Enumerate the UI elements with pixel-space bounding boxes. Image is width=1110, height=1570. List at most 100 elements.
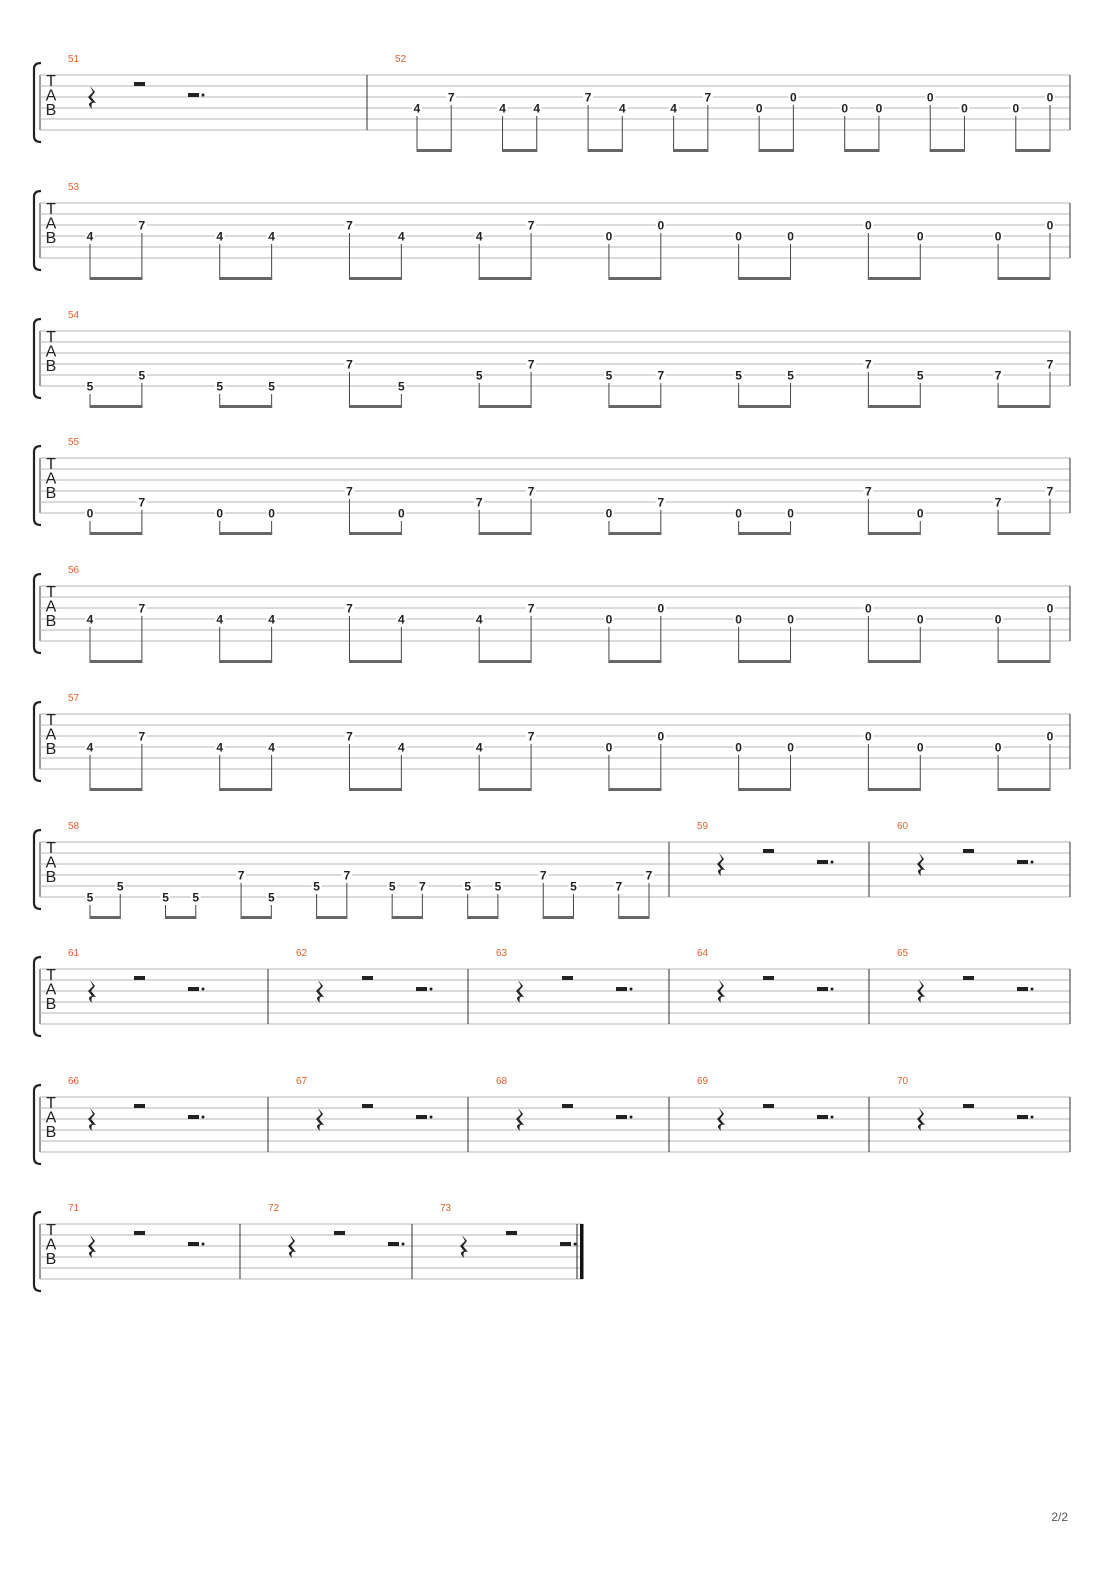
measure-number: 71 bbox=[68, 1203, 80, 1214]
fret-knockout bbox=[474, 613, 485, 625]
measure-number: 58 bbox=[68, 821, 80, 832]
note-beam bbox=[608, 532, 662, 535]
fret-knockout bbox=[266, 230, 277, 242]
tab-clef-letter: B bbox=[46, 1251, 57, 1268]
fret-number: 7 bbox=[528, 485, 535, 499]
fret-number: 4 bbox=[268, 230, 275, 244]
fret-knockout bbox=[446, 91, 457, 103]
fret-number: 0 bbox=[1012, 102, 1019, 116]
fret-knockout bbox=[311, 880, 322, 892]
fret-knockout bbox=[474, 369, 485, 381]
half-rest bbox=[362, 1104, 373, 1108]
tab-clef-letter: T bbox=[46, 1095, 56, 1112]
fret-knockout bbox=[526, 730, 537, 742]
fret-number: 5 bbox=[268, 380, 275, 394]
fret-number: 0 bbox=[216, 507, 223, 521]
fret-knockout bbox=[85, 507, 95, 519]
note-beam bbox=[348, 788, 402, 791]
fret-number: 4 bbox=[87, 230, 94, 244]
dotted-half-rest bbox=[188, 93, 199, 97]
fret-knockout bbox=[959, 102, 970, 114]
fret-knockout bbox=[603, 369, 614, 381]
tab-clef-letter: B bbox=[46, 996, 57, 1013]
note-beam bbox=[867, 660, 921, 663]
fret-knockout bbox=[754, 102, 765, 114]
measure-number: 64 bbox=[697, 948, 709, 959]
measure-number: 60 bbox=[897, 821, 909, 832]
fret-knockout bbox=[733, 613, 744, 625]
fret-knockout bbox=[344, 602, 355, 614]
page-number: 2/2 bbox=[1051, 1510, 1068, 1524]
measure-number: 57 bbox=[68, 693, 80, 704]
dotted-half-rest bbox=[388, 1242, 399, 1246]
quarter-rest bbox=[460, 1235, 468, 1258]
fret-number: 0 bbox=[787, 613, 794, 627]
fret-knockout bbox=[526, 358, 537, 370]
tab-clef-letter: B bbox=[46, 741, 57, 758]
fret-number: 0 bbox=[917, 613, 924, 627]
half-rest bbox=[506, 1231, 517, 1235]
fret-knockout bbox=[655, 369, 666, 381]
tab-clef-letter: A bbox=[46, 88, 57, 105]
fret-knockout bbox=[341, 869, 352, 881]
half-rest bbox=[362, 976, 373, 980]
fret-number: 7 bbox=[139, 602, 146, 616]
fret-knockout bbox=[214, 613, 225, 625]
fret-number: 0 bbox=[865, 219, 872, 233]
fret-number: 4 bbox=[87, 741, 94, 755]
fret-knockout bbox=[863, 602, 874, 614]
fret-number: 7 bbox=[646, 869, 653, 883]
measure-number: 51 bbox=[68, 54, 80, 65]
fret-knockout bbox=[266, 507, 277, 519]
note-beam bbox=[997, 405, 1051, 408]
fret-knockout bbox=[344, 358, 355, 370]
fret-number: 5 bbox=[139, 369, 146, 383]
fret-number: 0 bbox=[787, 230, 794, 244]
note-beam bbox=[348, 660, 402, 663]
half-rest bbox=[134, 1231, 145, 1235]
fret-number: 5 bbox=[476, 369, 483, 383]
note-beam bbox=[89, 788, 143, 791]
final-barline-thick bbox=[580, 1224, 584, 1279]
note-beam bbox=[608, 277, 662, 280]
fret-knockout bbox=[785, 369, 796, 381]
fret-knockout bbox=[655, 730, 666, 742]
fret-knockout bbox=[344, 730, 355, 742]
dotted-half-rest bbox=[416, 987, 427, 991]
fret-knockout bbox=[214, 230, 225, 242]
fret-number: 0 bbox=[606, 507, 613, 521]
fret-number: 4 bbox=[216, 230, 223, 244]
fret-knockout bbox=[785, 507, 796, 519]
fret-number: 0 bbox=[995, 230, 1002, 244]
half-rest bbox=[134, 82, 145, 86]
fret-knockout bbox=[396, 230, 407, 242]
fret-number: 0 bbox=[787, 507, 794, 521]
rest-dot bbox=[401, 1242, 405, 1246]
system-bracket bbox=[32, 317, 42, 400]
note-beam bbox=[89, 277, 143, 280]
dotted-half-rest bbox=[188, 987, 199, 991]
fret-number: 0 bbox=[865, 602, 872, 616]
fret-knockout bbox=[526, 485, 537, 497]
fret-knockout bbox=[863, 485, 874, 497]
note-beam bbox=[587, 149, 623, 152]
system-bracket bbox=[32, 828, 42, 911]
fret-number: 0 bbox=[657, 602, 664, 616]
fret-number: 7 bbox=[704, 91, 711, 105]
fret-number: 0 bbox=[606, 230, 613, 244]
fret-number: 5 bbox=[313, 880, 320, 894]
fret-knockout bbox=[863, 219, 874, 231]
fret-number: 7 bbox=[615, 880, 622, 894]
dotted-half-rest bbox=[817, 1115, 828, 1119]
fret-number: 0 bbox=[917, 230, 924, 244]
dotted-half-rest bbox=[817, 860, 828, 864]
fret-number: 7 bbox=[476, 496, 483, 510]
fret-knockout bbox=[733, 230, 744, 242]
fret-number: 4 bbox=[499, 102, 506, 116]
fret-number: 0 bbox=[606, 741, 613, 755]
dotted-half-rest bbox=[560, 1242, 571, 1246]
tab-clef-letter: T bbox=[46, 329, 56, 346]
tab-clef-letter: A bbox=[46, 1237, 57, 1254]
